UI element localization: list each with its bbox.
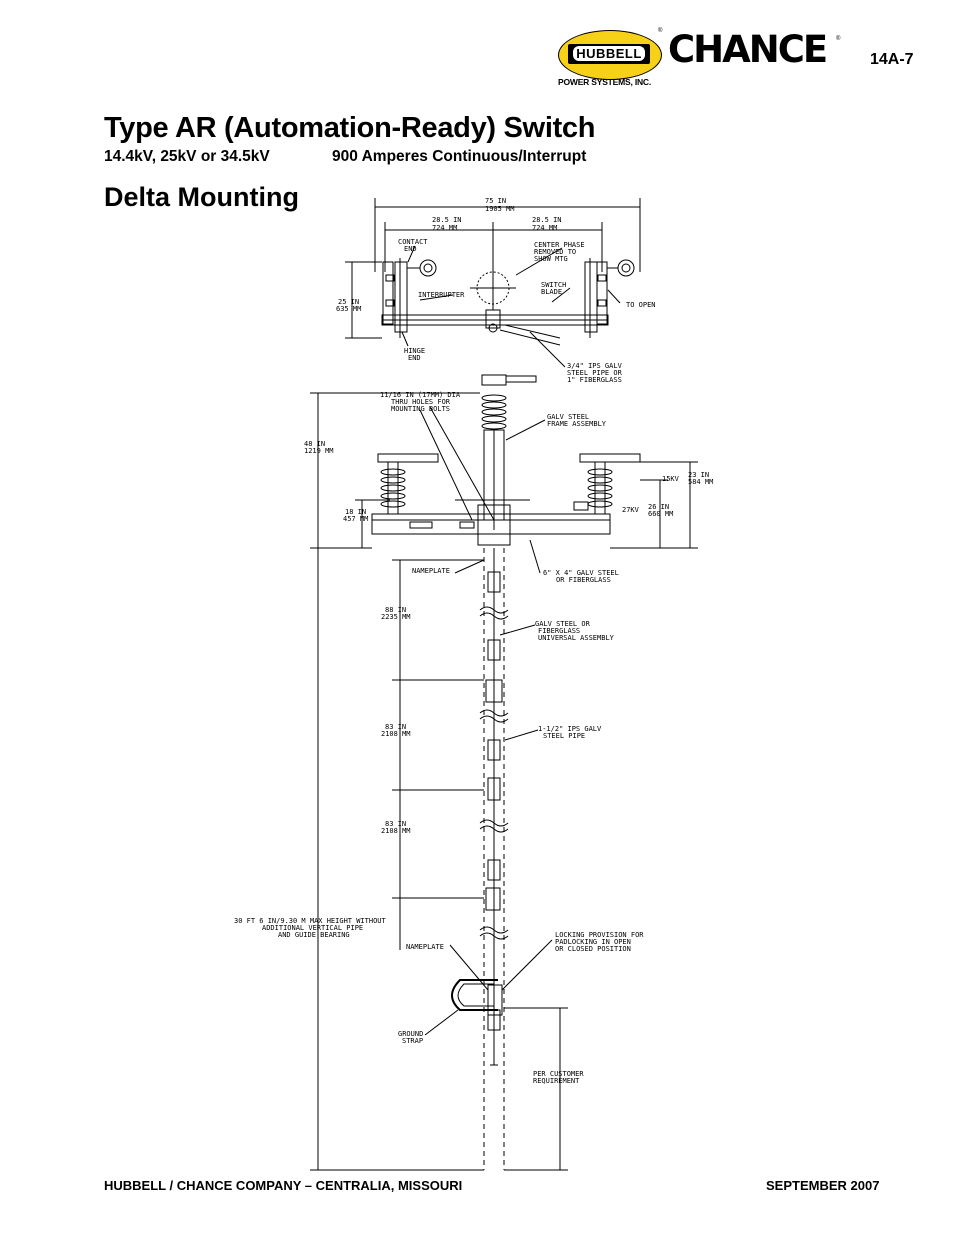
universal-label: GALV STEEL OR <box>535 620 591 628</box>
channel-label-2: OR FIBERGLASS <box>556 576 611 584</box>
dim-23-label: 23 IN <box>688 471 709 479</box>
dim-25-label: 25 IN <box>338 298 359 306</box>
registered-mark-chance: ® <box>836 36 841 42</box>
dim-88-label: 88 IN <box>385 606 406 614</box>
max-height-label-2: ADDITIONAL VERTICAL PIPE <box>262 924 363 932</box>
customer-label: PER CUSTOMER <box>533 1070 584 1078</box>
frame-label-2: FRAME ASSEMBLY <box>547 420 607 428</box>
hinge-end-label-2: END <box>408 354 421 362</box>
dim-75-label: 75 IN <box>485 197 506 205</box>
pipe-label-3: 1" FIBERGLASS <box>567 376 622 384</box>
dim-28-right-label: 28.5 IN <box>532 216 562 224</box>
nameplate-bottom-label: NAMEPLATE <box>406 943 444 951</box>
customer-label-2: REQUIREMENT <box>533 1077 580 1085</box>
universal-label-2: FIBERGLASS <box>538 627 580 635</box>
dim-28-left-mm-label: 724 MM <box>432 224 457 232</box>
dim-26-label: 26 IN <box>648 503 669 511</box>
dim-83b-mm-label: 2108 MM <box>381 827 411 835</box>
dim-48-mm-label: 1219 MM <box>304 447 334 455</box>
universal-label-3: UNIVERSAL ASSEMBLY <box>538 634 615 642</box>
dim-28-right-mm-label: 724 MM <box>532 224 557 232</box>
ground-strap-label: GROUND <box>398 1030 423 1038</box>
hinge-end-label: HINGE <box>404 347 425 355</box>
hubbell-wordmark: HUBBELL <box>573 46 645 61</box>
hubbell-logo: HUBBELL POWER SYSTEMS, INC. ® <box>558 28 663 87</box>
dim-18-label: 18 IN <box>345 508 366 516</box>
subtitle-current: 900 Amperes Continuous/Interrupt <box>332 148 587 165</box>
to-open-label: TO OPEN <box>626 301 656 309</box>
holes-label-3: MOUNTING BOLTS <box>391 405 450 413</box>
footer-company: HUBBELL / CHANCE COMPANY – CENTRALIA, MI… <box>104 1178 463 1193</box>
center-phase-label: CENTER PHASE <box>534 241 585 249</box>
chance-logo: CHANCE <box>668 28 828 71</box>
pipe-label: 3/4" IPS GALV <box>567 362 623 370</box>
page-number: 14A-7 <box>870 51 914 68</box>
dim-48-label: 48 IN <box>304 440 325 448</box>
frame-label: GALV STEEL <box>547 413 589 421</box>
section-title: Delta Mounting <box>104 182 299 212</box>
dim-25-mm-label: 635 MM <box>336 305 361 313</box>
kv27-label: 27KV <box>622 506 640 514</box>
pipe-label-2: STEEL PIPE OR <box>567 369 623 377</box>
dim-83a-label: 83 IN <box>385 723 406 731</box>
footer-date: SEPTEMBER 2007 <box>766 1178 880 1193</box>
lock-label-3: OR CLOSED POSITION <box>555 945 631 953</box>
lock-label: LOCKING PROVISION FOR <box>555 931 644 939</box>
switch-blade-label: SWITCH <box>541 281 566 289</box>
center-phase-label-2: REMOVED TO <box>534 248 576 256</box>
interrupter-label: INTERRUPTER <box>418 291 465 299</box>
contact-end-label-2: END <box>404 245 417 253</box>
dim-26-mm-label: 660 MM <box>648 510 673 518</box>
dim-88-mm-label: 2235 MM <box>381 613 411 621</box>
holes-label: 11/16 IN (17MM) DIA <box>380 391 461 399</box>
pipe15-label: 1-1/2" IPS GALV <box>538 725 602 733</box>
center-phase-label-3: SHOW MTG <box>534 255 568 263</box>
ground-strap-label-2: STRAP <box>402 1037 423 1045</box>
lock-label-2: PADLOCKING IN OPEN <box>555 938 631 946</box>
page-title: Type AR (Automation-Ready) Switch <box>104 112 596 144</box>
dim-83a-mm-label: 2108 MM <box>381 730 411 738</box>
holes-label-2: THRU HOLES FOR <box>391 398 451 406</box>
channel-label: 6" X 4" GALV STEEL <box>543 569 619 577</box>
max-height-label-3: AND GUIDE BEARING <box>278 931 350 939</box>
dim-83b-label: 83 IN <box>385 820 406 828</box>
max-height-label: 30 FT 6 IN/9.30 M MAX HEIGHT WITHOUT <box>234 917 387 925</box>
pipe15-label-2: STEEL PIPE <box>543 732 585 740</box>
dim-28-left-label: 28.5 IN <box>432 216 462 224</box>
dim-18-mm-label: 457 MM <box>343 515 368 523</box>
hubbell-subtitle: POWER SYSTEMS, INC. <box>558 77 652 87</box>
subtitle-voltage: 14.4kV, 25kV or 34.5kV <box>104 148 270 165</box>
kv15-label: 15KV <box>662 475 680 483</box>
contact-end-label: CONTACT <box>398 238 428 246</box>
dim-75-mm-label: 1905 MM <box>485 205 515 213</box>
hubbell-band: HUBBELL <box>568 44 650 64</box>
nameplate-top-label: NAMEPLATE <box>412 567 450 575</box>
registered-mark: ® <box>658 28 663 34</box>
dim-23-mm-label: 584 MM <box>688 478 713 486</box>
switch-blade-label-2: BLADE <box>541 288 562 296</box>
